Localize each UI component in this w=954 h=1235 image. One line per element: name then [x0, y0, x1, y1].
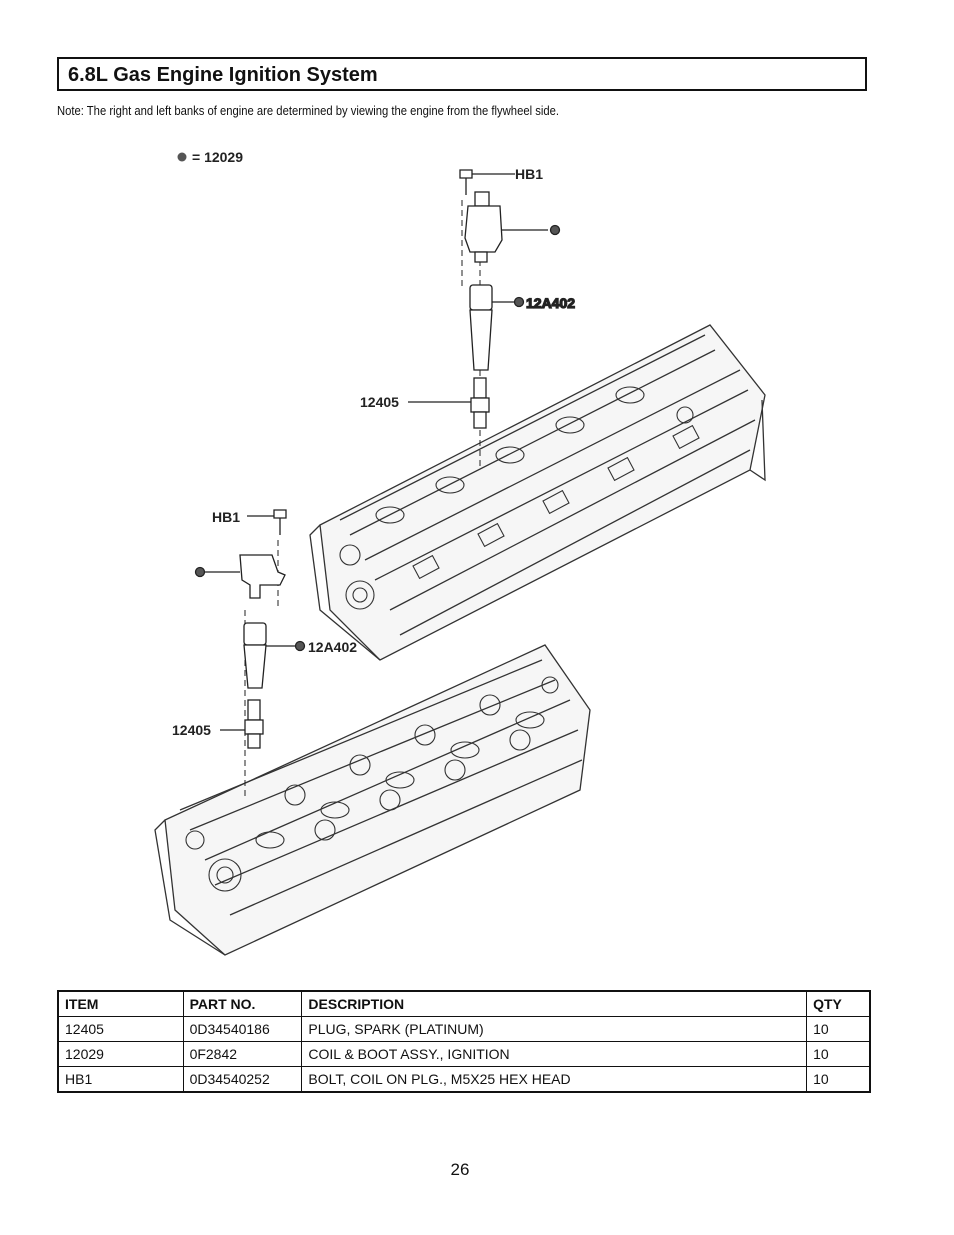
upper-coil-assembly: 12A402 — [408, 169, 576, 470]
spark-plug-upper-insulator — [473, 377, 487, 399]
lower-coil-assembly — [194, 509, 306, 800]
diagram-svg: = 12029 — [154, 149, 766, 956]
ignition-system-diagram: = 12029 — [150, 140, 780, 970]
cell-qty: 10 — [806, 1041, 871, 1067]
table-row: 12405 0D34540186 PLUG, SPARK (PLATINUM) … — [57, 1016, 871, 1042]
cell-part-no: 0F2842 — [182, 1041, 303, 1067]
label-12405-lower: 12405 — [172, 722, 211, 738]
parts-table: ITEM PART NO. DESCRIPTION QTY 12405 0D34… — [57, 990, 871, 1093]
label-12a402-upper: 12A402 — [526, 295, 575, 311]
cell-description: COIL & BOOT ASSY., IGNITION — [301, 1041, 808, 1067]
cell-part-no: 0D34540186 — [182, 1016, 303, 1042]
cell-item: HB1 — [57, 1066, 184, 1093]
label-12405-upper: 12405 — [360, 394, 399, 410]
table-row: 12029 0F2842 COIL & BOOT ASSY., IGNITION… — [57, 1041, 871, 1067]
legend-label: = 12029 — [192, 149, 243, 165]
cell-qty: 10 — [806, 1066, 871, 1093]
coil-boot-lower — [243, 644, 267, 689]
bolt-head — [459, 169, 473, 179]
ignition-coil-upper — [464, 205, 503, 253]
cell-part-no: 0D34540252 — [182, 1066, 303, 1093]
header-description: DESCRIPTION — [301, 990, 808, 1017]
spark-plug-upper-thread — [473, 411, 487, 429]
label-hb1-lower: HB1 — [212, 509, 240, 525]
spark-plug-lower-insulator — [247, 699, 261, 721]
legend-dot — [177, 152, 187, 162]
label-hb1-upper: HB1 — [515, 166, 543, 182]
header-qty: QTY — [806, 990, 871, 1017]
section-title-box: 6.8L Gas Engine Ignition System — [57, 57, 867, 91]
table-header-row: ITEM PART NO. DESCRIPTION QTY — [57, 990, 871, 1017]
cell-description: PLUG, SPARK (PLATINUM) — [301, 1016, 808, 1042]
coil-dot-upper — [549, 224, 561, 236]
upper-cylinder-head — [309, 324, 766, 661]
cell-qty: 10 — [806, 1016, 871, 1042]
cell-description: BOLT, COIL ON PLG., M5X25 HEX HEAD — [301, 1066, 808, 1093]
coil-boot-upper — [469, 309, 493, 371]
table-row: HB1 0D34540252 BOLT, COIL ON PLG., M5X25… — [57, 1066, 871, 1093]
lower-cylinder-head — [154, 644, 591, 956]
label-12a402-lower: 12A402 — [308, 639, 357, 655]
header-item: ITEM — [57, 990, 184, 1017]
coil-connector — [474, 191, 490, 207]
boot-upper-top — [469, 284, 493, 311]
header-part-no: PART NO. — [182, 990, 303, 1017]
coil-dot-lower — [194, 566, 206, 578]
note-text: Note: The right and left banks of engine… — [57, 104, 559, 118]
page-title: 6.8L Gas Engine Ignition System — [68, 64, 378, 86]
ignition-coil-lower — [239, 554, 286, 599]
cell-item: 12405 — [57, 1016, 184, 1042]
cell-item: 12029 — [57, 1041, 184, 1067]
page-number: 26 — [450, 1160, 470, 1179]
